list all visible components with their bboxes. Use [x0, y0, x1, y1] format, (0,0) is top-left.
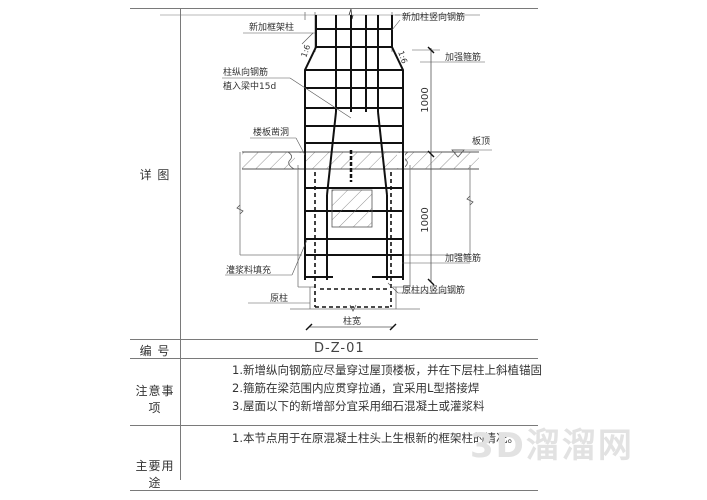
original-column-rebar: [314, 172, 392, 308]
watermark: 3D溜溜网: [470, 426, 634, 466]
annotation-column-width: 柱宽: [343, 317, 362, 327]
annotation-reinforced-stirrup-top: 加强箍筋: [445, 53, 482, 63]
top-border: [130, 8, 538, 9]
annotation-original-column-inner-rebar: 原柱内竖向钢筋: [402, 286, 466, 296]
purpose-line-1: 1.本节点用于在原混凝土柱头上生根新的框架柱的情况。: [232, 431, 519, 445]
note-line-2: 2.箍筋在梁范围内应贯穿拉通，宜采用L型搭接焊: [232, 381, 480, 395]
detail-code: D-Z-01: [314, 341, 365, 356]
label-notes: 注意事项: [135, 384, 175, 415]
label-purpose: 主要用途: [135, 459, 175, 490]
annotation-slab-opening: 楼板凿洞: [253, 128, 290, 138]
floor-slab: [242, 151, 479, 170]
bottom-border: [130, 490, 538, 491]
note-line-1: 1.新增纵向钢筋应尽量穿过屋顶楼板，并在下层柱上斜植锚固: [232, 363, 542, 377]
annotation-slab-top: 板顶: [472, 137, 491, 147]
slope-right: 1:6: [396, 50, 409, 65]
dim-top: 1000: [420, 87, 431, 112]
annotation-embed-15d: 植入梁中15d: [223, 82, 277, 92]
row-divider-notes: [130, 425, 538, 426]
annotation-column-longitudinal-rebar: 柱纵向钢筋: [223, 68, 269, 78]
label-column-divider: [180, 8, 181, 480]
annotation-original-column: 原柱: [270, 294, 289, 304]
label-code: 编 号: [139, 344, 171, 358]
label-detail: 详 图: [139, 168, 171, 182]
rebar-cage: [304, 15, 404, 280]
slope-left: 1:6: [299, 44, 312, 59]
column-detail-drawing: 1000 1000 1:6 1:6: [160, 8, 492, 331]
annotation-grout-fill: 灌浆料填充: [226, 266, 272, 276]
dim-bottom: 1000: [420, 207, 431, 232]
row-divider-code: [130, 358, 538, 359]
annotation-new-column-vertical-rebar: 新加柱竖向钢筋: [402, 13, 466, 23]
annotation-new-frame-column: 新加框架柱: [249, 23, 295, 33]
row-divider-detail: [130, 339, 538, 340]
annotation-reinforced-stirrup-bottom: 加强箍筋: [445, 254, 482, 264]
note-line-3: 3.屋面以下的新增部分宜采用细石混凝土或灌浆料: [232, 399, 485, 413]
